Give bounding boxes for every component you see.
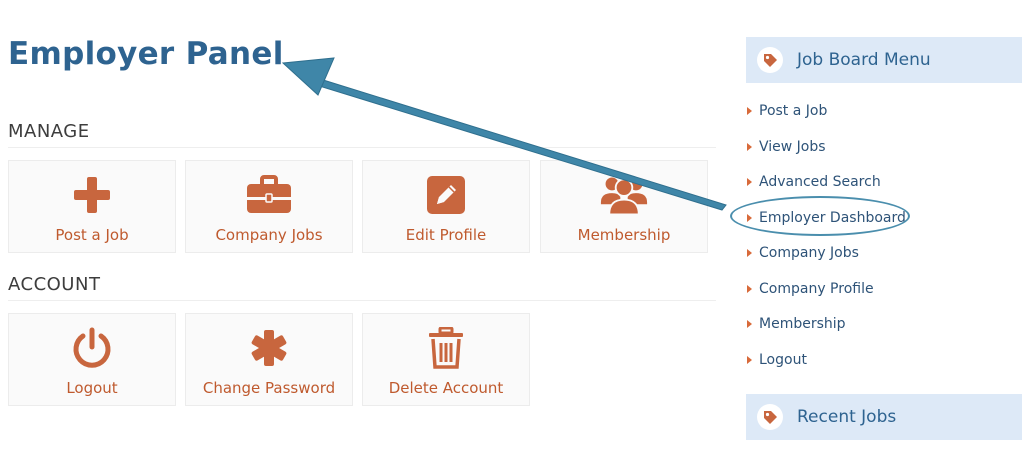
recent-jobs-header: Recent Jobs bbox=[746, 394, 1022, 440]
caret-right-icon bbox=[747, 320, 752, 328]
menu-item-advanced-search[interactable]: Advanced Search bbox=[746, 165, 906, 201]
job-board-menu-title: Job Board Menu bbox=[797, 50, 931, 70]
delete-account-label: Delete Account bbox=[388, 379, 504, 397]
highlight-ellipse bbox=[730, 196, 910, 236]
change-password-tile[interactable]: Change Password bbox=[185, 313, 353, 406]
menu-item-label: Company Jobs bbox=[759, 245, 859, 261]
plus-icon bbox=[68, 173, 116, 217]
post-job-label: Post a Job bbox=[55, 226, 129, 244]
recent-jobs-title: Recent Jobs bbox=[797, 407, 897, 427]
caret-right-icon bbox=[747, 355, 752, 364]
menu-item-company-jobs[interactable]: Company Jobs bbox=[746, 236, 906, 272]
caret-right-icon bbox=[747, 107, 752, 115]
menu-item-membership[interactable]: Membership bbox=[746, 307, 906, 343]
logout-tile[interactable]: Logout bbox=[8, 313, 176, 406]
job-board-menu-header: Job Board Menu bbox=[746, 37, 1022, 83]
menu-item-label: Company Profile bbox=[759, 280, 874, 297]
menu-item-label: Advanced Search bbox=[759, 174, 881, 190]
tag-icon bbox=[757, 47, 783, 73]
caret-right-icon bbox=[747, 249, 752, 257]
post-job-tile[interactable]: Post a Job bbox=[8, 160, 176, 253]
menu-item-company-profile[interactable]: Company Profile bbox=[746, 272, 906, 308]
edit-icon bbox=[422, 173, 470, 217]
delete-account-tile[interactable]: Delete Account bbox=[362, 313, 530, 406]
account-heading: ACCOUNT bbox=[8, 274, 716, 301]
logout-label: Logout bbox=[66, 379, 118, 397]
menu-item-label: Post a Job bbox=[759, 103, 828, 119]
briefcase-icon bbox=[245, 173, 293, 217]
menu-item-post-a-job[interactable]: Post a Job bbox=[746, 94, 906, 130]
caret-right-icon bbox=[747, 284, 752, 293]
company-jobs-label: Company Jobs bbox=[215, 226, 323, 244]
menu-item-logout[interactable]: Logout bbox=[746, 343, 906, 379]
page-title: Employer Panel bbox=[8, 36, 284, 72]
menu-item-view-jobs[interactable]: View Jobs bbox=[746, 130, 906, 166]
menu-item-label: Membership bbox=[759, 316, 846, 332]
users-icon bbox=[600, 173, 648, 217]
power-icon bbox=[68, 326, 116, 370]
trash-icon bbox=[422, 326, 470, 370]
job-board-menu: Post a Job View Jobs Advanced Search Emp… bbox=[746, 94, 906, 378]
menu-item-label: Logout bbox=[759, 351, 807, 368]
caret-right-icon bbox=[747, 178, 752, 186]
menu-item-label: View Jobs bbox=[759, 138, 826, 155]
membership-label: Membership bbox=[577, 226, 671, 244]
membership-tile[interactable]: Membership bbox=[540, 160, 708, 253]
change-password-label: Change Password bbox=[202, 379, 336, 397]
tag-icon bbox=[757, 404, 783, 430]
manage-heading: MANAGE bbox=[8, 121, 716, 148]
caret-right-icon bbox=[747, 142, 752, 151]
edit-profile-tile[interactable]: Edit Profile bbox=[362, 160, 530, 253]
edit-profile-label: Edit Profile bbox=[405, 226, 487, 244]
asterisk-icon bbox=[245, 326, 293, 370]
company-jobs-tile[interactable]: Company Jobs bbox=[185, 160, 353, 253]
